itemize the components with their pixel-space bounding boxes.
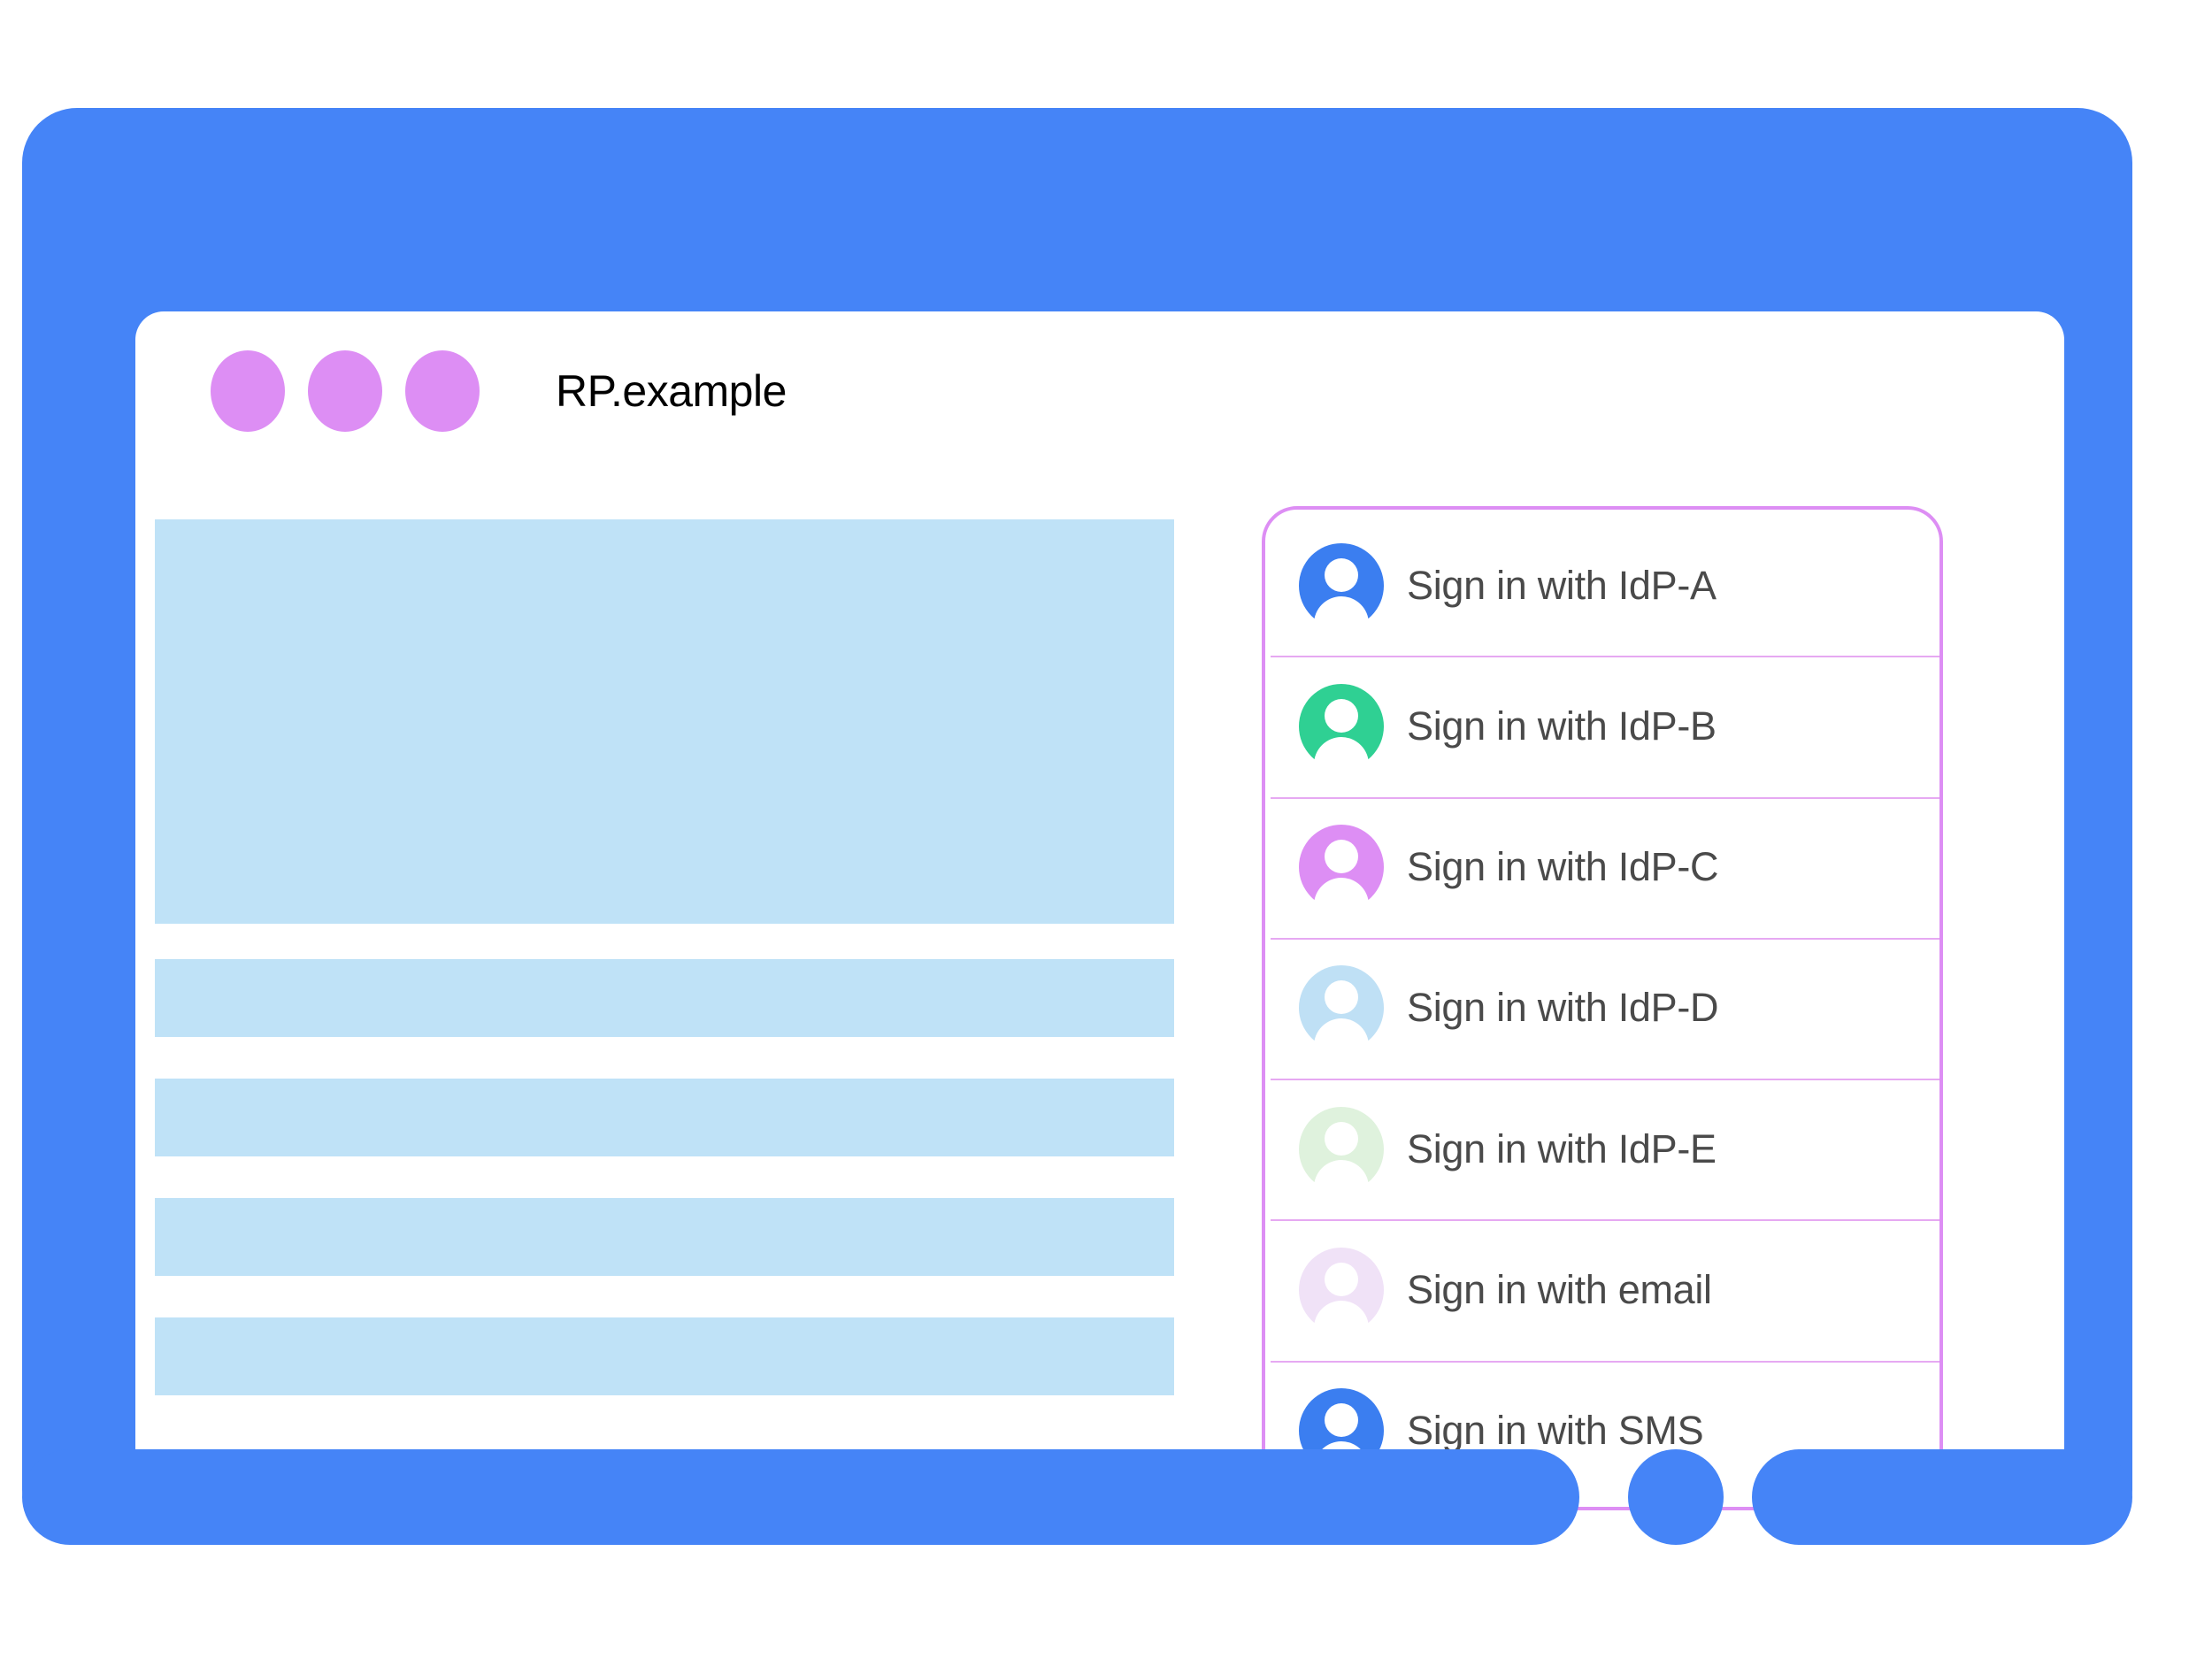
page-content: Sign in with IdP-A Sign in with IdP-B Si… [135, 471, 2064, 1550]
browser-title-bar: RP.example [135, 311, 2064, 471]
signin-option-label: Sign in with IdP-C [1407, 844, 1719, 890]
signin-option-idp-c[interactable]: Sign in with IdP-C [1265, 796, 1939, 938]
signin-option-idp-a[interactable]: Sign in with IdP-A [1265, 515, 1939, 656]
text-line-placeholder-4 [155, 1317, 1174, 1395]
device-home-button[interactable] [1628, 1449, 1724, 1545]
account-circle-icon [1299, 825, 1384, 933]
signin-option-label: Sign in with SMS [1407, 1408, 1704, 1454]
signin-option-label: Sign in with email [1407, 1267, 1712, 1313]
device-bezel-bar-right [1752, 1449, 2132, 1545]
signin-option-label: Sign in with IdP-B [1407, 703, 1717, 749]
text-line-placeholder-3 [155, 1198, 1174, 1276]
account-circle-icon [1299, 542, 1384, 651]
account-circle-icon [1299, 965, 1384, 1074]
window-dot-2[interactable] [308, 350, 382, 432]
page-title: RP.example [556, 366, 787, 416]
signin-option-idp-d[interactable]: Sign in with IdP-D [1265, 937, 1939, 1079]
window-dot-1[interactable] [211, 350, 285, 432]
device-frame: RP.example Sign in with IdP-A [22, 108, 2132, 1550]
federated-signin-card: Sign in with IdP-A Sign in with IdP-B Si… [1262, 506, 1943, 1510]
content-placeholder-column [155, 519, 1174, 1437]
text-line-placeholder-2 [155, 1079, 1174, 1156]
device-bezel-bar-left [22, 1449, 1579, 1545]
text-line-placeholder-1 [155, 959, 1174, 1037]
signin-option-label: Sign in with IdP-E [1407, 1125, 1717, 1171]
window-dot-3[interactable] [405, 350, 480, 432]
account-circle-icon [1299, 1106, 1384, 1215]
hero-placeholder [155, 519, 1174, 924]
account-circle-icon [1299, 1248, 1384, 1356]
signin-option-idp-e[interactable]: Sign in with IdP-E [1265, 1079, 1939, 1219]
signin-option-email[interactable]: Sign in with email [1265, 1219, 1939, 1360]
account-circle-icon [1299, 683, 1384, 792]
signin-option-label: Sign in with IdP-A [1407, 562, 1717, 608]
signin-option-idp-b[interactable]: Sign in with IdP-B [1265, 656, 1939, 796]
signin-option-label: Sign in with IdP-D [1407, 985, 1719, 1031]
browser-viewport: RP.example Sign in with IdP-A [135, 311, 2064, 1550]
signin-options-list: Sign in with IdP-A Sign in with IdP-B Si… [1265, 510, 1939, 1507]
